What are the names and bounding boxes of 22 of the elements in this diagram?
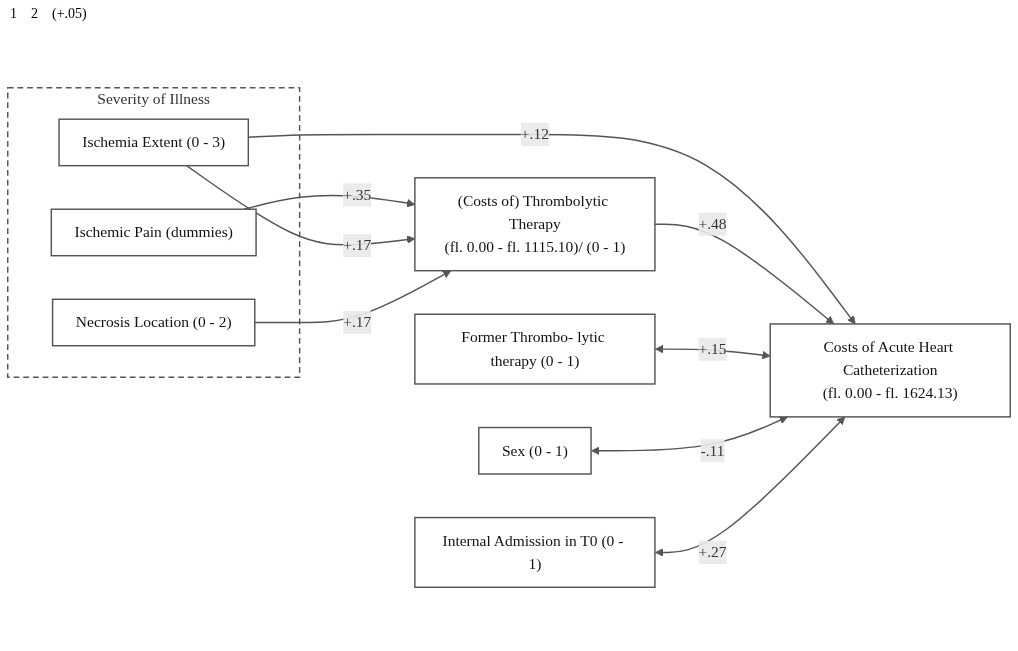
node-box: Sex (0 - 1) — [478, 426, 592, 475]
edge-label: +.48 — [698, 215, 727, 232]
arrow — [591, 416, 788, 455]
path-coefficient-note: (+.05) — [52, 6, 87, 22]
node-box: Ischemic Pain (dummies) — [50, 208, 257, 257]
node-box: Necrosis Location (0 - 2) — [51, 298, 256, 347]
node-box: Former Thrombo- lytic therapy (0 - 1) — [414, 313, 656, 385]
edge-label: +.35 — [343, 186, 372, 203]
node-box: Internal Admission in T0 (0 - 1) — [414, 516, 656, 588]
edge-label: +.15 — [698, 340, 727, 357]
edge-label: +.27 — [698, 543, 727, 561]
edge-label: +.17 — [343, 236, 372, 254]
edge-label: +.17 — [343, 313, 372, 331]
arrow — [654, 223, 835, 325]
path-coefficient-note: 2 — [31, 6, 38, 22]
path-coefficient-note: 1 — [10, 6, 17, 22]
edge-label: -.11 — [700, 442, 725, 459]
node-box: (Costs of) Thrombolytic Therapy (fl. 0.00 - fl. 1115.10)/ (0 - 1) — [414, 177, 656, 272]
node-box: Costs of Acute Heart Catheterization (fl. 0.00 - fl. 1624.13) — [769, 323, 1011, 418]
node-box: Ischemia Extent (0 - 3) — [58, 118, 250, 167]
edge-label: +.12 — [520, 125, 549, 143]
arrow — [654, 416, 846, 557]
